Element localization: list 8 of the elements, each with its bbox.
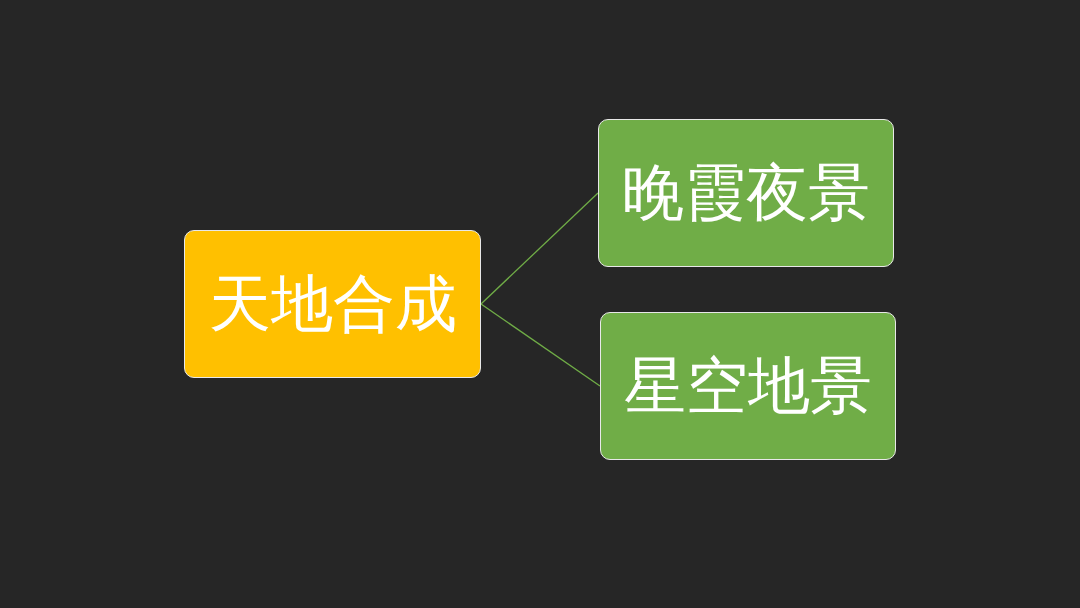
branch-box	[598, 119, 894, 267]
node-label: 晚霞夜景	[622, 162, 870, 224]
branch-box	[600, 312, 896, 460]
node-label: 天地合成	[208, 273, 457, 335]
connector-line	[480, 192, 599, 305]
node-label: 星空地景	[624, 355, 872, 417]
connector-line	[480, 303, 601, 387]
root-box	[184, 230, 481, 378]
